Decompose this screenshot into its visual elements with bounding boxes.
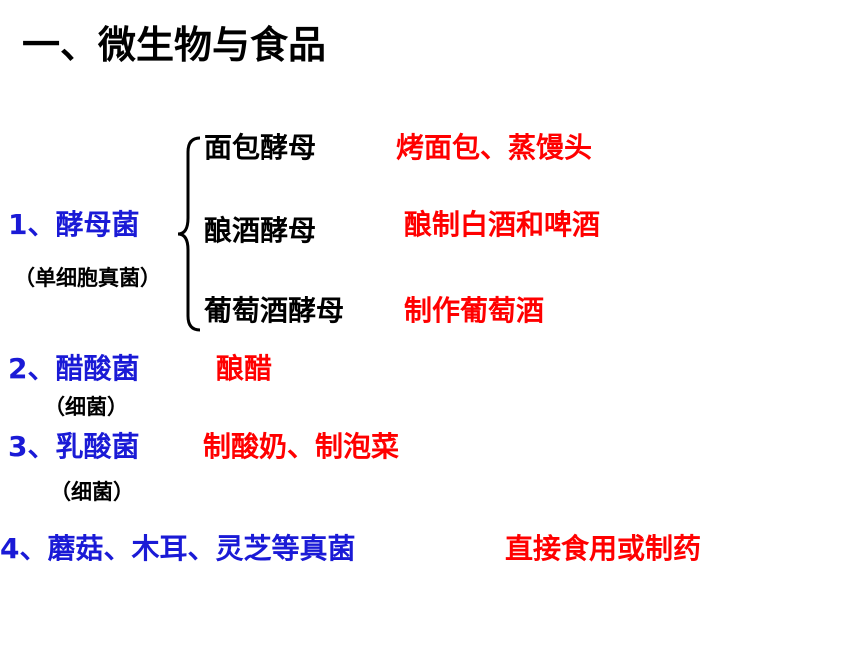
yeast-category: （单细胞真菌） [14, 266, 161, 290]
yeast-use-bread: 烤面包、蒸馒头 [396, 131, 593, 164]
lactobacillus-category: （细菌） [50, 480, 134, 504]
lactobacillus-label: 3、乳酸菌 [8, 430, 140, 463]
yeast-use-brewing: 酿制白酒和啤酒 [404, 208, 601, 241]
yeast-type-wine: 葡萄酒酵母 [204, 294, 345, 327]
yeast-label: 1、酵母菌 [8, 208, 140, 241]
acetobacter-use: 酿醋 [216, 352, 273, 385]
yeast-use-wine: 制作葡萄酒 [404, 294, 545, 327]
yeast-type-brewing: 酿酒酵母 [204, 214, 317, 247]
curly-brace-icon [177, 136, 201, 332]
page-title: 一、微生物与食品 [22, 23, 327, 67]
lactobacillus-use: 制酸奶、制泡菜 [203, 430, 400, 463]
fungi-label: 4、蘑菇、木耳、灵芝等真菌 [0, 532, 356, 565]
acetobacter-category: （细菌） [44, 395, 128, 419]
yeast-type-bread: 面包酵母 [204, 131, 317, 164]
acetobacter-label: 2、醋酸菌 [8, 352, 140, 385]
fungi-use: 直接食用或制药 [505, 532, 702, 565]
